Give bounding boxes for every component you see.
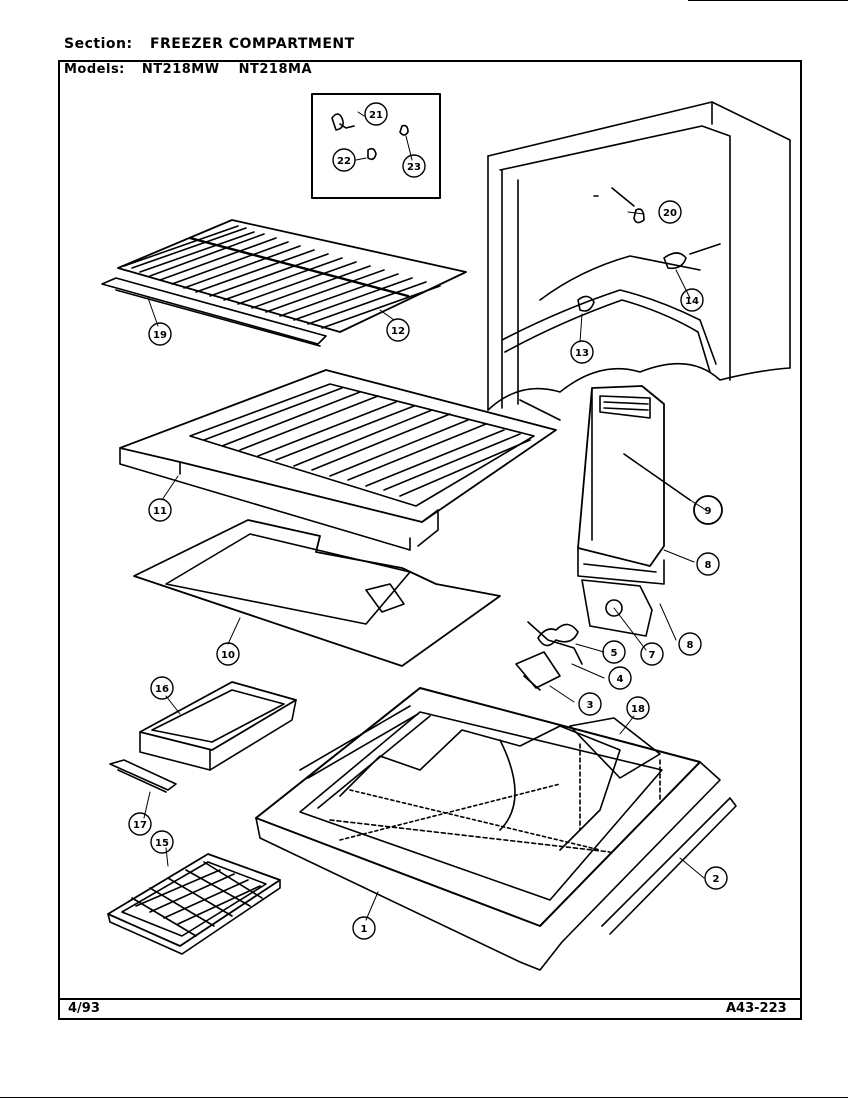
- freezer-bottom: [255, 687, 737, 971]
- callout-10: 10: [221, 650, 235, 661]
- callout-12: 12: [391, 326, 405, 337]
- footer-drawing-code: A43-223: [726, 1001, 787, 1016]
- footer-date: 4/93: [68, 1001, 100, 1016]
- callout-15: 15: [155, 838, 169, 849]
- model-number-2: NT218MA: [238, 62, 313, 77]
- section-heading: Section: FREEZER COMPARTMENT: [64, 36, 355, 52]
- callout-17: 17: [133, 820, 147, 831]
- callout-1: 1: [361, 924, 368, 935]
- callout-5: 5: [611, 648, 618, 659]
- freezer-cabinet: [487, 101, 791, 421]
- callout-13: 13: [575, 348, 589, 359]
- callout-21: 21: [369, 110, 383, 121]
- callout-14: 14: [685, 296, 699, 307]
- callout-2: 2: [713, 874, 720, 885]
- callout-circles: [128, 102, 728, 940]
- callout-18: 18: [631, 704, 645, 715]
- models-heading: Models: NT218MW NT218MA: [64, 62, 312, 77]
- fan-assembly: [515, 579, 653, 691]
- shelf-frame: [119, 369, 557, 551]
- callout-8-bracket: 8: [687, 640, 694, 651]
- leader-lines: [143, 111, 707, 921]
- ice-bucket: [109, 681, 297, 793]
- bottom-edge-rule: [0, 1097, 848, 1098]
- callout-22: 22: [337, 156, 351, 167]
- glass-panel: [133, 519, 501, 667]
- wire-shelf: [101, 219, 467, 347]
- models-label: Models:: [64, 62, 125, 77]
- footer-rule: [58, 998, 802, 1000]
- ice-tray: [107, 853, 281, 955]
- callout-9: 9: [705, 506, 712, 517]
- callout-23: 23: [407, 162, 421, 173]
- callout-20: 20: [663, 208, 677, 219]
- diagram-frame: [58, 60, 802, 1020]
- evaporator-cover: [577, 385, 691, 585]
- callout-16: 16: [155, 684, 169, 695]
- section-value: FREEZER COMPARTMENT: [149, 36, 355, 52]
- callout-3: 3: [587, 700, 594, 711]
- section-label: Section:: [64, 36, 133, 52]
- top-edge-rule: [688, 0, 848, 1]
- callout-4: 4: [617, 674, 624, 685]
- hardware-inset: [311, 93, 441, 199]
- callout-7: 7: [649, 650, 656, 661]
- callout-labels: 21 22 23 20 14 13 19 12 11 9 8 10 7 8 5 …: [133, 110, 719, 935]
- callout-19: 19: [153, 330, 167, 341]
- callout-11: 11: [153, 506, 167, 517]
- model-number-1: NT218MW: [141, 62, 220, 77]
- callout-8-cover: 8: [705, 560, 712, 571]
